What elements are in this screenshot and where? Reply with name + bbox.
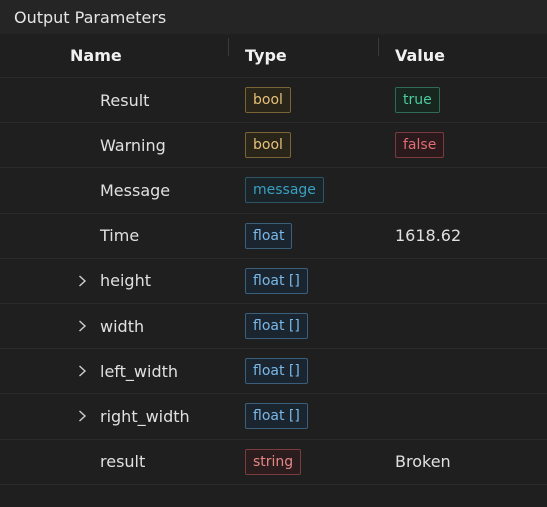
name-cell: left_width (0, 362, 245, 381)
table-row[interactable]: Time float 1618.62 (0, 214, 547, 259)
type-cell: float (245, 222, 395, 249)
type-cell: float [] (245, 313, 395, 340)
type-badge: bool (245, 87, 291, 114)
panel-title: Output Parameters (14, 7, 167, 27)
table-row[interactable]: Message message (0, 168, 547, 214)
column-separator[interactable] (228, 38, 229, 56)
name-cell: Warning (0, 136, 245, 155)
column-header-value-label: Value (395, 46, 446, 65)
table-row[interactable]: right_width float [] (0, 394, 547, 440)
chevron-right-icon[interactable] (76, 410, 88, 422)
chevron-right-icon[interactable] (76, 365, 88, 377)
type-cell: string (245, 448, 395, 475)
value-cell: true (395, 87, 547, 114)
table-row[interactable]: Warning bool false (0, 123, 547, 169)
name-cell: Message (0, 181, 245, 200)
type-badge: float [] (245, 403, 308, 430)
name-cell: result (0, 452, 245, 471)
table-row[interactable]: Result bool true (0, 78, 547, 124)
parameter-name: Time (100, 226, 140, 246)
table-header: Name Type Value (0, 34, 547, 78)
type-cell: bool (245, 132, 395, 159)
value-cell: Broken (395, 452, 547, 471)
type-cell: bool (245, 87, 395, 114)
chevron-right-icon[interactable] (76, 275, 88, 287)
column-header-type[interactable]: Type (245, 38, 395, 65)
type-badge: string (245, 448, 302, 475)
parameter-name: result (100, 452, 146, 472)
parameter-name: left_width (100, 361, 179, 381)
table-row[interactable]: result string Broken (0, 440, 547, 485)
name-cell: width (0, 317, 245, 336)
table-row[interactable]: left_width float [] (0, 349, 547, 395)
type-badge: message (245, 177, 324, 204)
column-header-value[interactable]: Value (395, 46, 547, 65)
column-header-name[interactable]: Name (0, 38, 245, 65)
parameter-name: Message (100, 180, 171, 200)
parameter-name: width (100, 316, 145, 336)
table-row[interactable]: height float [] (0, 259, 547, 304)
value-text: 1618.62 (395, 226, 462, 246)
value-badge: true (395, 87, 440, 114)
type-cell: float [] (245, 267, 395, 294)
parameter-name: Warning (100, 135, 166, 155)
name-cell: Time (0, 226, 245, 245)
type-badge: float [] (245, 358, 308, 385)
type-cell: float [] (245, 403, 395, 430)
table-row[interactable]: width float [] (0, 304, 547, 350)
parameter-name: right_width (100, 406, 190, 426)
chevron-right-icon[interactable] (76, 320, 88, 332)
value-cell: false (395, 132, 547, 159)
column-header-name-label: Name (70, 46, 122, 65)
column-header-type-label: Type (245, 46, 287, 65)
name-cell: Result (0, 91, 245, 110)
parameter-name: Result (100, 90, 150, 110)
type-badge: float [] (245, 313, 308, 340)
name-cell: height (0, 271, 245, 290)
type-cell: message (245, 177, 395, 204)
parameter-name: height (100, 271, 151, 291)
type-badge: bool (245, 132, 291, 159)
type-badge: float (245, 222, 293, 249)
panel-title-bar: Output Parameters (0, 0, 547, 34)
value-cell: 1618.62 (395, 226, 547, 245)
name-cell: right_width (0, 407, 245, 426)
type-cell: float [] (245, 358, 395, 385)
value-text: Broken (395, 452, 451, 472)
column-separator[interactable] (378, 38, 379, 56)
value-badge: false (395, 132, 445, 159)
type-badge: float [] (245, 267, 308, 294)
